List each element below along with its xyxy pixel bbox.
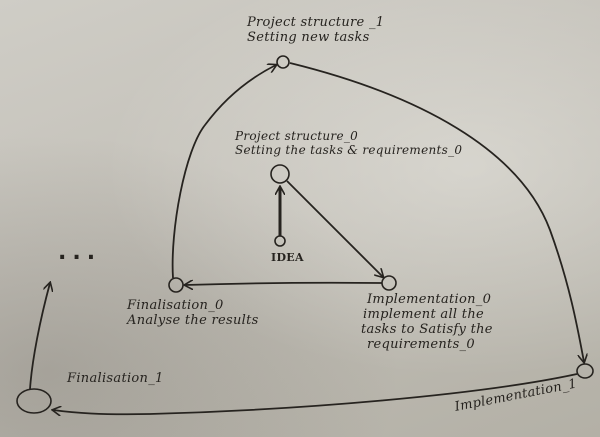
arrow-finalisation-0-to-project-structure-1 bbox=[171, 65, 276, 279]
node-finalisation-1 bbox=[16, 388, 52, 414]
label-project-structure-0-title: Project structure_0 bbox=[235, 129, 359, 143]
node-project-structure-0 bbox=[270, 164, 290, 184]
label-project-structure-0-desc: Setting the tasks & requirements_0 bbox=[235, 143, 463, 157]
label-project-structure-1: Project structure _1 Setting new tasks bbox=[247, 15, 384, 45]
arrow-finalisation-1-to-continuation bbox=[29, 283, 50, 390]
label-idea: IDEA bbox=[271, 251, 304, 264]
label-finalisation-0-desc: Analyse the results bbox=[127, 313, 259, 328]
node-finalisation-0 bbox=[168, 277, 184, 293]
label-finalisation-0-title: Finalisation_0 bbox=[127, 298, 224, 313]
arrow-implementation-0-to-finalisation-0 bbox=[185, 283, 383, 285]
arrow-implementation-1-to-finalisation-1 bbox=[53, 373, 578, 414]
node-implementation-0 bbox=[381, 275, 397, 291]
node-idea bbox=[274, 235, 286, 247]
node-project-structure-1 bbox=[276, 55, 290, 69]
label-finalisation-0: Finalisation_0 Analyse the results bbox=[127, 298, 259, 328]
arrow-project-structure-0-to-implementation-0 bbox=[286, 180, 383, 277]
continuation-ellipsis: ... bbox=[58, 240, 102, 265]
label-implementation-0-desc-2: tasks to Satisfy the bbox=[361, 322, 493, 337]
label-finalisation-1: Finalisation_1 bbox=[67, 371, 164, 386]
label-implementation-0-desc-3: requirements_0 bbox=[367, 337, 475, 352]
arrow-project-structure-1-to-implementation-1 bbox=[289, 62, 584, 362]
label-project-structure-1-desc: Setting new tasks bbox=[247, 30, 370, 45]
label-project-structure-0: Project structure_0 Setting the tasks & … bbox=[235, 129, 462, 157]
label-implementation-0-title: Implementation_0 bbox=[367, 292, 492, 307]
label-implementation-0-desc-1: implement all the bbox=[363, 307, 484, 322]
label-project-structure-1-title: Project structure _1 bbox=[247, 15, 385, 30]
label-implementation-0: Implementation_0 implement all the tasks… bbox=[361, 292, 493, 352]
node-implementation-1 bbox=[576, 363, 594, 379]
